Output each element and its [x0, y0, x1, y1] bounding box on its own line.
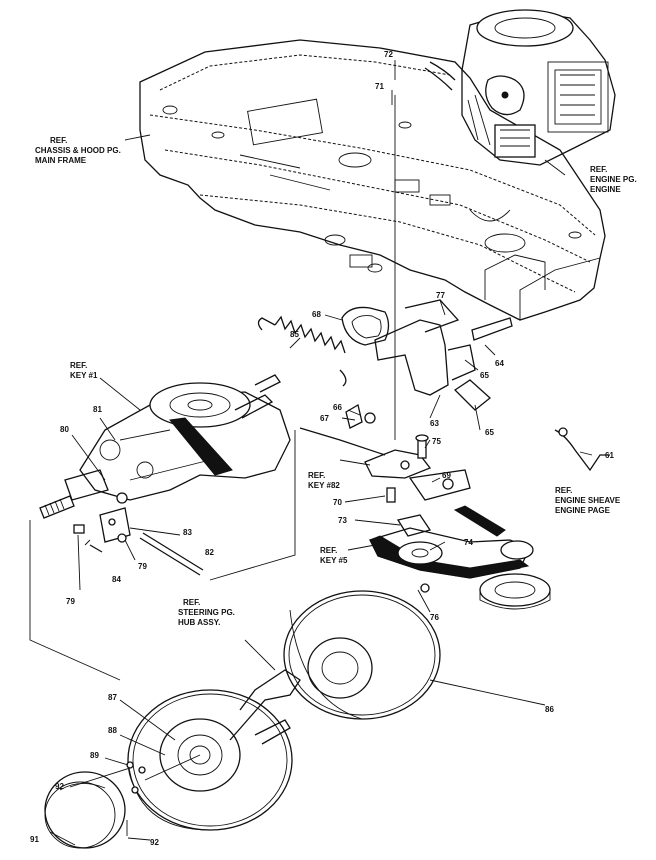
ref-chassis-line-2: CHASSIS & HOOD PG. — [35, 146, 121, 155]
part-67-label: 67 — [320, 414, 329, 423]
part-92-lower-label: 92 — [150, 838, 159, 847]
ref-key82-line-2: KEY #82 — [308, 481, 340, 490]
ref-key82-line-1: REF. — [308, 471, 325, 480]
ref-key5-line-2: KEY #5 — [320, 556, 348, 565]
part-70-label: 70 — [333, 498, 342, 507]
part-84-label: 84 — [112, 575, 121, 584]
part-76-label: 76 — [430, 613, 439, 622]
part-66-label: 66 — [333, 403, 342, 412]
spring-85 — [257, 315, 347, 387]
part-71-label: 71 — [375, 82, 384, 91]
part-87-label: 87 — [108, 693, 117, 702]
engine — [424, 9, 616, 166]
ref-sheave-line-3: ENGINE PAGE — [555, 506, 611, 515]
part-61-label: 61 — [605, 451, 614, 460]
belt-and-pulleys — [369, 427, 610, 610]
part-77-label: 77 — [436, 291, 445, 300]
ref-steering-line-1: REF. — [183, 598, 200, 607]
part-74-label: 74 — [464, 538, 473, 547]
part-73-label: 73 — [338, 516, 347, 525]
part-75-label: 75 — [432, 437, 441, 446]
ref-key5-line-1: REF. — [320, 546, 337, 555]
part-69-label: 69 — [442, 471, 451, 480]
part-79-left-label: 79 — [66, 597, 75, 606]
ref-sheave-line-2: ENGINE SHEAVE — [555, 496, 621, 505]
part-65-upper-label: 65 — [480, 371, 489, 380]
bracket-assembly — [299, 299, 513, 537]
ref-key1-line-2: KEY #1 — [70, 371, 98, 380]
part-65-lower-label: 65 — [485, 428, 494, 437]
part-82-label: 82 — [205, 548, 214, 557]
main-frame — [139, 39, 606, 321]
ref-engine-line-1: REF. — [590, 165, 607, 174]
ref-sheave-line-1: REF. — [555, 486, 572, 495]
part-88-label: 88 — [108, 726, 117, 735]
leader-lines — [49, 60, 593, 846]
rear-wheel-right — [283, 590, 441, 720]
ref-steering-line-2: STEERING PG. — [178, 608, 235, 617]
transaxle — [29, 374, 296, 681]
ref-engine-line-3: ENGINE — [590, 185, 621, 194]
part-68-label: 68 — [312, 310, 321, 319]
part-80-label: 80 — [60, 425, 69, 434]
part-79-right-label: 79 — [138, 562, 147, 571]
part-91-label: 91 — [30, 835, 39, 844]
ref-key1-line-1: REF. — [70, 361, 87, 370]
part-86-label: 86 — [545, 705, 554, 714]
part-72-label: 72 — [384, 50, 393, 59]
ref-chassis-line-1: REF. — [50, 136, 67, 145]
part-89-label: 89 — [90, 751, 99, 760]
ref-engine-line-2: ENGINE PG. — [590, 175, 637, 184]
ref-steering-line-3: HUB ASSY. — [178, 618, 220, 627]
part-64-label: 64 — [495, 359, 504, 368]
ref-chassis-line-3: MAIN FRAME — [35, 156, 87, 165]
part-85-spring-label: 85 — [290, 330, 299, 339]
part-83-label: 83 — [183, 528, 192, 537]
part-92-upper-label: 92 — [55, 782, 64, 791]
part-63-label: 63 — [430, 419, 439, 428]
part-81-label: 81 — [93, 405, 102, 414]
